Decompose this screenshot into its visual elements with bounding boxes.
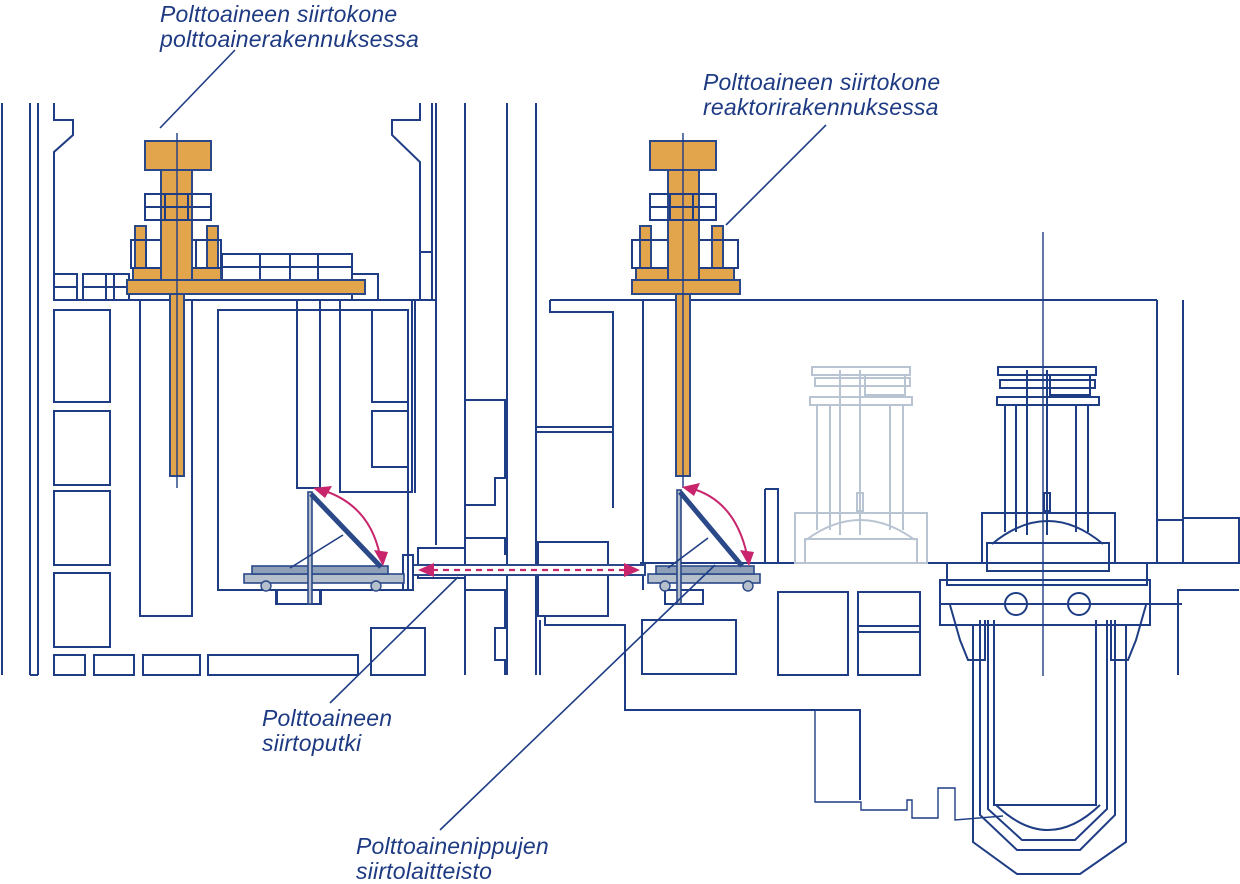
transfer-arrow-right-head [624, 563, 640, 577]
fuel-building-transfer-machine [126, 133, 366, 488]
leader-reactor-building-machine [725, 124, 827, 226]
leader-bundle-transfer-equipment [439, 564, 716, 831]
label-fuel-building-machine: Polttoaineen siirtokone polttoainerakenn… [160, 2, 419, 52]
label-fuel-building-machine-line2: polttoainerakennuksessa [160, 26, 420, 52]
label-fuel-building-machine-line1: Polttoaineen siirtokone [160, 1, 398, 27]
reactor-vessel [939, 366, 1182, 875]
transfer-arrow-left-head [418, 563, 434, 577]
middle-wall-structure [417, 103, 861, 800]
label-bundle-transfer-equipment: Polttoainenippujen siirtolaitteisto [356, 834, 549, 884]
label-bundle-transfer-equipment-line1: Polttoainenippujen [356, 833, 549, 859]
label-transfer-tube-line1: Polttoaineen [262, 705, 393, 731]
leader-lines [159, 49, 827, 831]
label-reactor-building-machine-line1: Polttoaineen siirtokone [703, 69, 941, 95]
right-fuel-upender [647, 483, 761, 605]
leader-transfer-tube [329, 576, 459, 704]
label-transfer-tube-line2: siirtoputki [262, 730, 362, 756]
fuel-transfer-tube [402, 300, 646, 591]
label-bundle-transfer-equipment-line2: siirtolaitteisto [356, 858, 493, 884]
label-reactor-building-machine-line2: reaktorirakennuksessa [703, 94, 939, 120]
leader-fuel-building-machine [159, 49, 236, 129]
fuel-building-structure [1, 103, 437, 676]
left-fuel-upender [243, 486, 405, 605]
reactor-building-structure [550, 232, 1240, 821]
reactor-building-transfer-machine [631, 133, 741, 488]
label-transfer-tube: Polttoaineen siirtoputki [262, 706, 392, 756]
ghost-internals [794, 366, 928, 564]
label-reactor-building-machine: Polttoaineen siirtokone reaktorirakennuk… [703, 70, 940, 120]
